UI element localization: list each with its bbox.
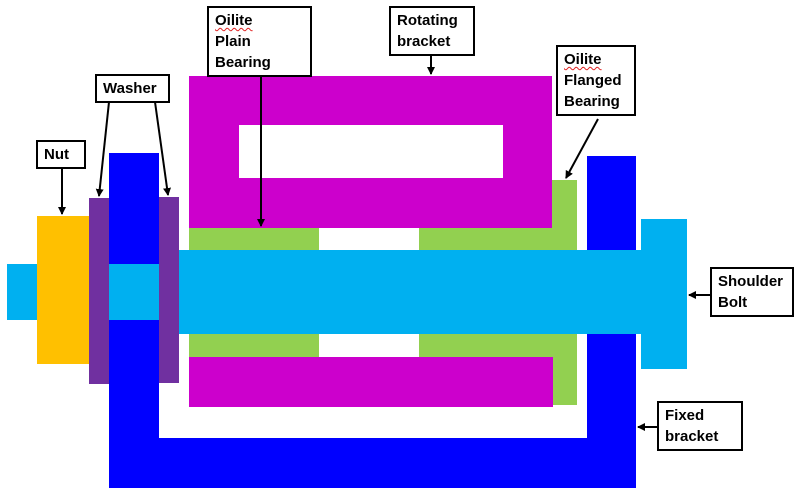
label-nut: Nut — [36, 140, 86, 169]
leader-lines — [58, 55, 711, 431]
oilite-plain-bearing-top — [189, 228, 319, 251]
leader-washer-left — [95, 101, 110, 197]
label-rotating-bracket: Rotating bracket — [389, 6, 475, 56]
washer-right — [159, 197, 179, 383]
label-oilite-flanged-bearing: Oilite Flanged Bearing — [556, 45, 636, 116]
leader-washer-right — [154, 101, 171, 196]
leader-oilite-flanged — [565, 118, 599, 179]
oilite-flanged-bearing — [419, 180, 577, 405]
rotating-bracket-lower — [189, 357, 553, 407]
nut — [37, 216, 90, 364]
oilite-brand-text: Oilite — [215, 12, 253, 29]
shoulder-bolt-head — [641, 219, 687, 369]
rotating-bracket-upper — [189, 76, 552, 228]
label-fixed-bracket: Fixed bracket — [657, 401, 743, 451]
shoulder-bolt-thick-shaft — [177, 250, 641, 334]
label-oilite-plain-bearing: Oilite Plain Bearing — [207, 6, 312, 77]
oilite-brand-text: Oilite — [564, 51, 602, 68]
oilite-plain-bearing-bottom — [189, 333, 319, 357]
label-washer: Washer — [95, 74, 170, 103]
label-shoulder-bolt: Shoulder Bolt — [710, 267, 794, 317]
fixed-bracket — [109, 153, 636, 488]
washer-left — [89, 198, 109, 384]
